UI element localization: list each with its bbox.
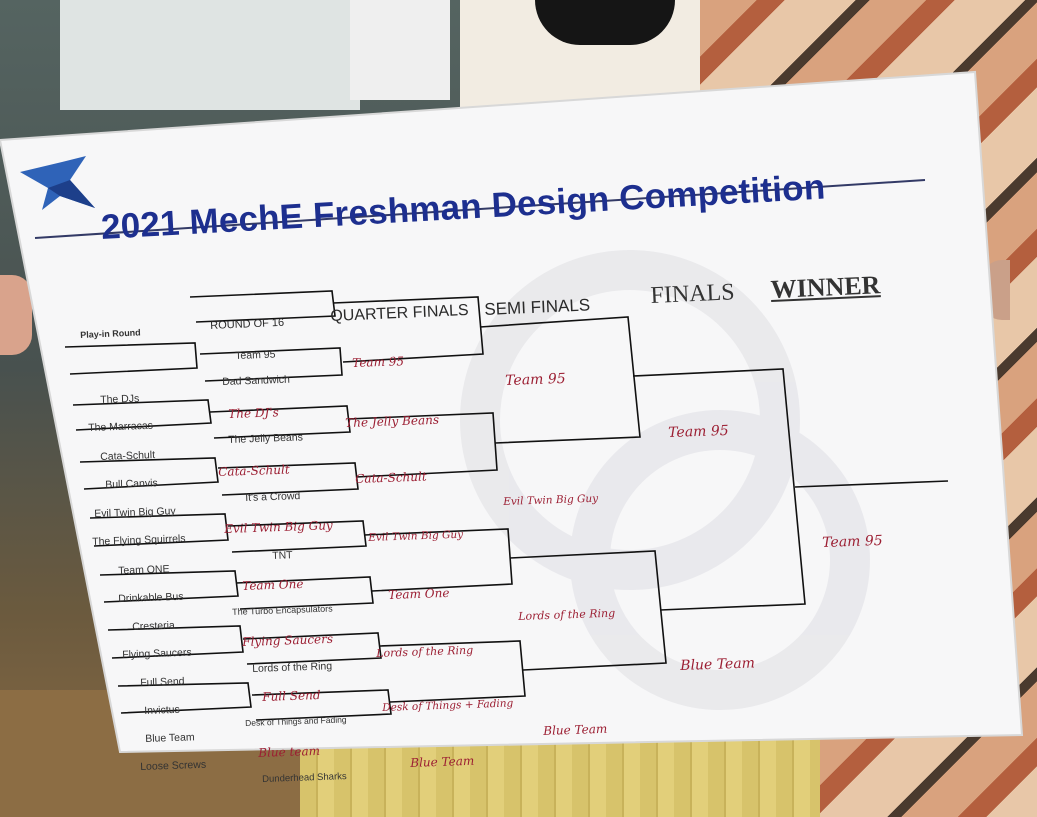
round16-team-handwritten: The DJ's — [228, 405, 280, 421]
play-in-team: Bull Canvis — [105, 477, 158, 491]
play-in-team: Cresteria — [132, 619, 176, 633]
round16-team-handwritten: Blue team — [258, 743, 321, 760]
round16-team: Dad Sandwich — [222, 373, 291, 388]
round16-team-handwritten: Cata-Schult — [218, 462, 290, 479]
final-team: Blue Team — [680, 655, 756, 674]
quarter-final-team: Blue Team — [410, 753, 475, 770]
play-in-team: Full Send — [140, 675, 185, 689]
background-window — [60, 0, 360, 110]
play-in-team: Team ONE — [118, 563, 170, 577]
play-in-team: The DJs — [100, 392, 140, 406]
left-hand — [0, 275, 32, 355]
play-in-team: Invictus — [144, 703, 181, 717]
round-header-winner: WINNER — [770, 270, 881, 304]
face-mask — [535, 0, 675, 45]
round16-team-handwritten: Team One — [242, 576, 304, 593]
round16-team-handwritten: Full Send — [262, 687, 321, 704]
play-in-team: Loose Screws — [140, 758, 207, 773]
winner-team: Team 95 — [822, 532, 883, 551]
semi-final-team: Team 95 — [505, 370, 566, 389]
quarter-final-team: Team One — [388, 585, 450, 602]
bracket-poster: 2021 MechE Freshman Design Competition P… — [0, 70, 1037, 785]
quarter-final-team: Team 95 — [352, 354, 405, 370]
round16-team: It's a Crowd — [245, 490, 301, 504]
quarter-final-team: Cata-Schult — [355, 469, 427, 486]
round16-team: Team 95 — [235, 348, 276, 362]
play-in-team: Cata-Schult — [100, 449, 156, 463]
bracket-lines — [0, 70, 1024, 754]
plaid-skirt — [300, 735, 820, 817]
play-in-team: Flying Saucers — [122, 646, 192, 661]
play-in-team: Drinkable Bus — [118, 590, 184, 605]
round-header-finals: FINALS — [650, 279, 736, 309]
semi-final-team: Blue Team — [543, 721, 608, 738]
final-team: Team 95 — [668, 422, 729, 441]
play-in-team: The Marracas — [88, 419, 154, 434]
play-in-team: Blue Team — [145, 731, 195, 745]
bird-logo-icon — [20, 156, 95, 210]
round16-team: TNT — [272, 549, 293, 562]
background-window-frame — [350, 0, 450, 100]
